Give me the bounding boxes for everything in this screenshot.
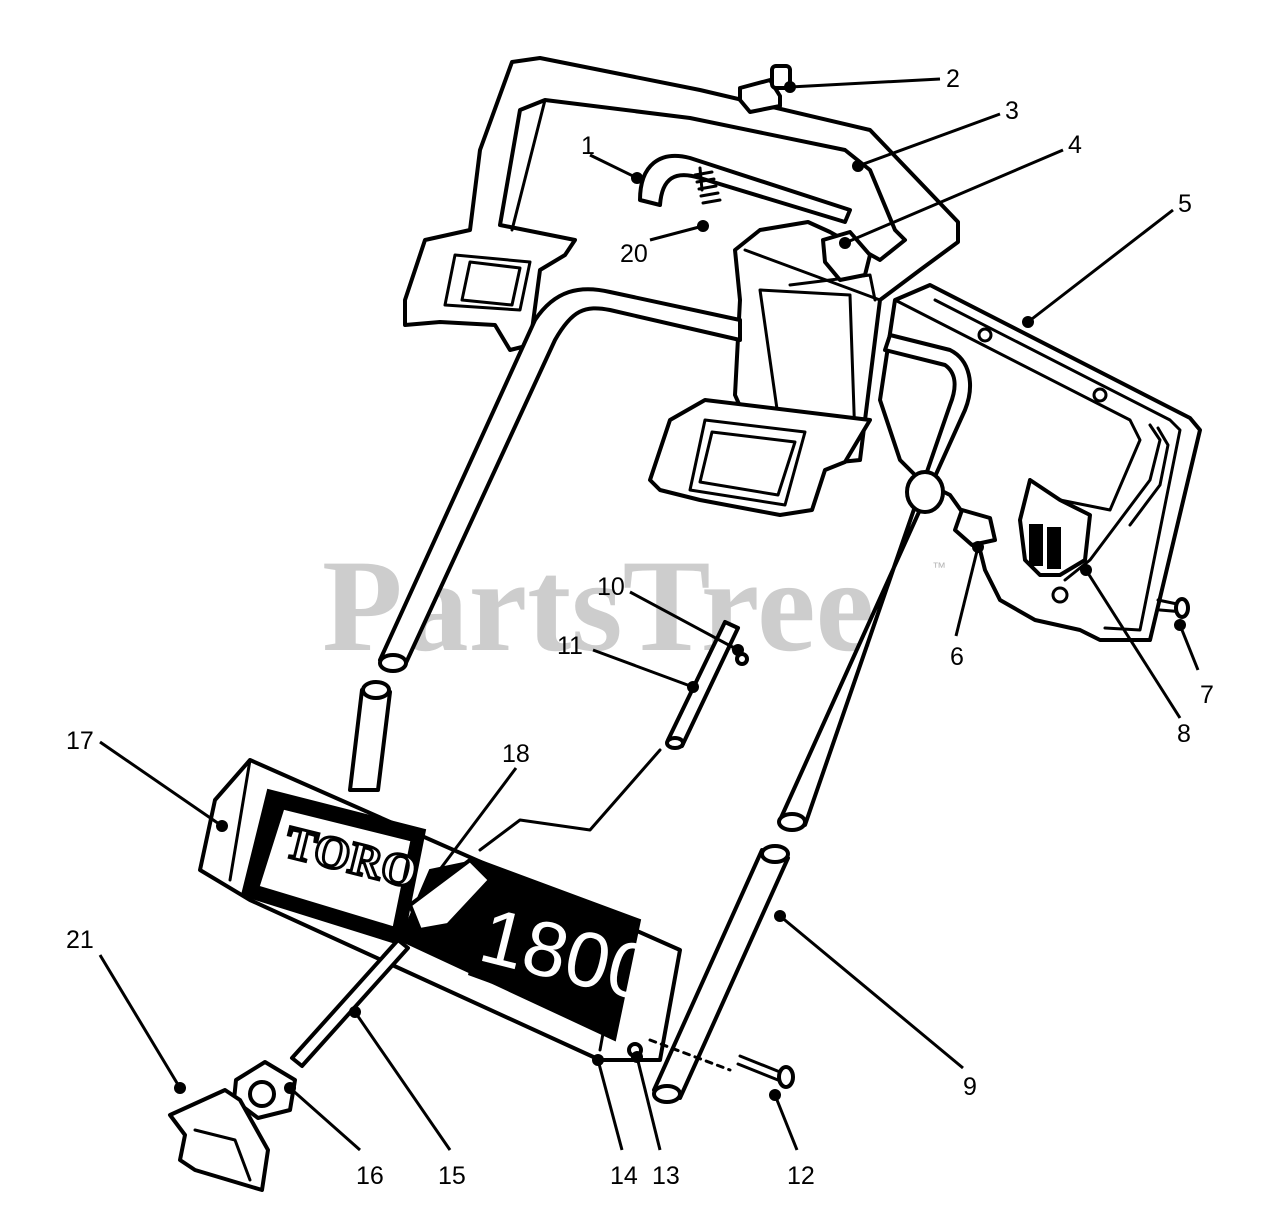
bracket-21 [168, 1088, 270, 1192]
callout-16: 16 [356, 1162, 384, 1190]
spring [693, 170, 722, 205]
callout-5: 5 [1178, 190, 1192, 218]
leader-18 [426, 767, 518, 886]
switch-clip [821, 230, 872, 282]
switch-box-shroud [648, 398, 872, 517]
leader-12 [769, 1089, 799, 1151]
leader-13 [631, 1051, 662, 1151]
leader-3 [852, 112, 1001, 172]
leader-2 [784, 77, 941, 93]
bolt-7 [1156, 597, 1190, 619]
switch-bail [638, 153, 852, 224]
callout-20: 20 [620, 240, 648, 268]
leader-17 [99, 740, 228, 832]
leader-21 [98, 954, 186, 1094]
watermark-trademark: ™ [932, 559, 946, 575]
callout-8: 8 [1177, 720, 1191, 748]
leader-9 [774, 910, 964, 1070]
callout-15: 15 [438, 1162, 466, 1190]
leader-1 [589, 153, 643, 184]
leader-5 [1022, 208, 1174, 328]
leader-16 [284, 1082, 361, 1152]
leader-15 [349, 1006, 452, 1151]
callout-6: 6 [950, 643, 964, 671]
lock-button [738, 64, 792, 114]
callout-7: 7 [1200, 681, 1214, 709]
leader-6 [954, 541, 984, 637]
leader-lines [98, 77, 1200, 1152]
lower-right-tube [652, 844, 790, 1104]
callout-11: 11 [557, 632, 583, 660]
lower-console: TORO 1800 [198, 748, 682, 1062]
leader-4 [839, 148, 1064, 249]
callout-1: 1 [581, 132, 595, 160]
callout-13: 13 [652, 1162, 680, 1190]
callout-18: 18 [502, 740, 530, 768]
bolt-12 [648, 1038, 795, 1089]
callout-9: 9 [963, 1073, 977, 1101]
leader-14 [592, 1054, 624, 1151]
callout-2: 2 [946, 65, 960, 93]
callout-12: 12 [787, 1162, 815, 1190]
upper-handle-tube [378, 287, 972, 832]
leader-8 [1080, 564, 1182, 719]
rod-15 [290, 938, 410, 1068]
lower-left-tube [348, 680, 392, 792]
small-tube [665, 620, 749, 750]
callout-4: 4 [1068, 131, 1082, 159]
cover-plate [878, 283, 1202, 642]
callout-21: 21 [66, 926, 94, 954]
upper-handle-housing [403, 56, 960, 464]
callout-17: 17 [66, 727, 94, 755]
leader-7 [1174, 619, 1200, 671]
leader-10 [629, 590, 744, 656]
gear-16 [232, 1060, 297, 1120]
callout-10: 10 [597, 573, 625, 601]
leader-11 [592, 648, 699, 693]
callout-14: 14 [610, 1162, 638, 1190]
switch-assembly [1018, 423, 1170, 582]
callout-3: 3 [1005, 97, 1019, 125]
leader-20 [649, 220, 709, 242]
callout-labels: 1 2 3 4 5 6 7 8 9 10 11 12 13 14 15 16 1… [66, 65, 1214, 1190]
nut-13 [627, 1042, 643, 1058]
